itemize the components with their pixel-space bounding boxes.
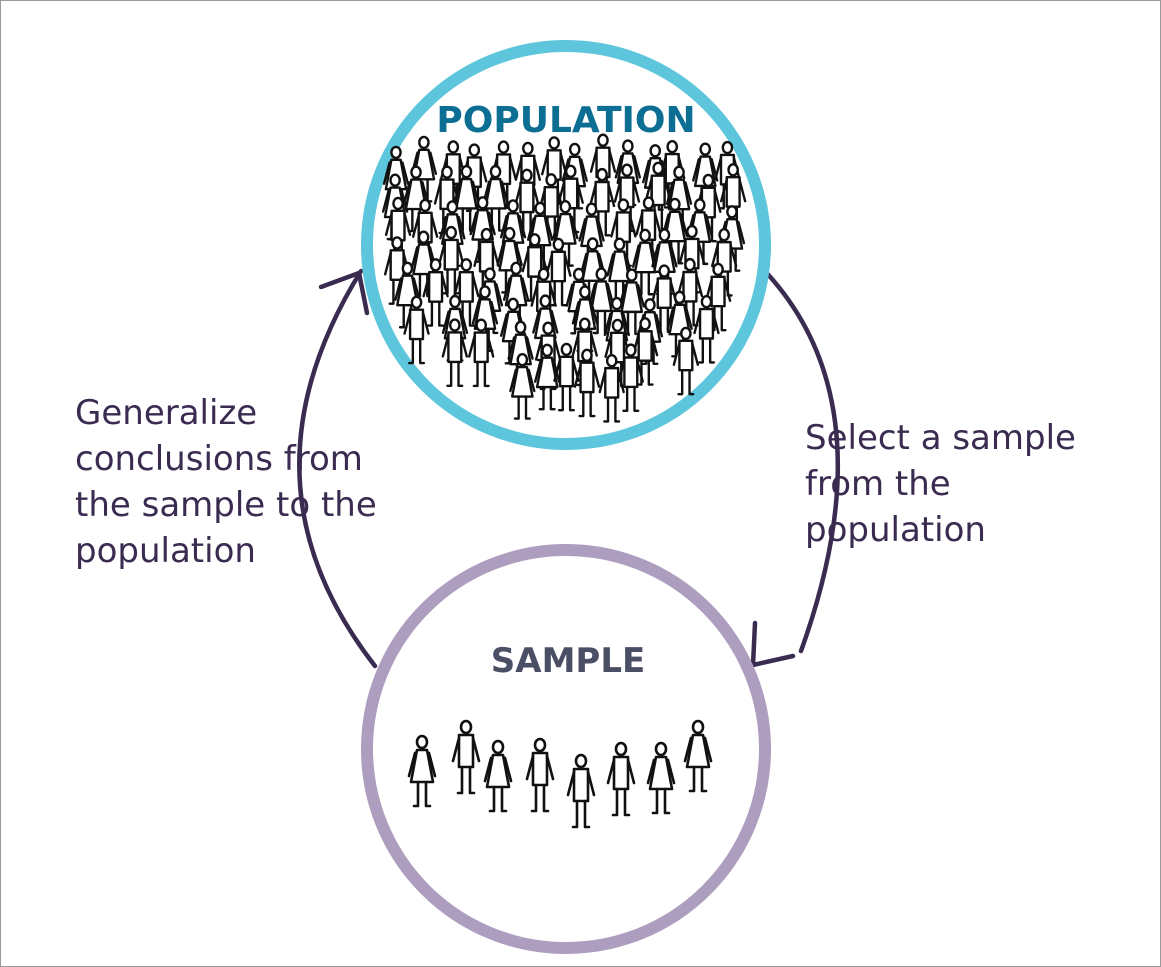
population-title: POPULATION <box>436 100 695 141</box>
generalize-arrow <box>297 268 378 669</box>
person-icon <box>578 202 605 270</box>
population-circle <box>361 40 771 450</box>
sample-title: SAMPLE <box>491 641 645 681</box>
generalize-label: Generalize conclusions from the sample t… <box>75 393 377 571</box>
person-icon <box>384 196 412 266</box>
person-icon <box>719 163 747 232</box>
person-icon <box>573 348 601 418</box>
person-icon <box>646 741 676 815</box>
person-icon <box>441 318 468 388</box>
person-icon <box>618 268 645 336</box>
generalize-arrowhead <box>318 270 370 316</box>
person-icon <box>566 753 596 829</box>
person-icon <box>534 343 561 411</box>
person-icon <box>403 295 430 365</box>
person-icon <box>525 737 555 813</box>
person-icon <box>407 734 437 808</box>
person-icon <box>521 233 548 302</box>
person-icon <box>438 225 465 295</box>
person-icon <box>683 719 713 793</box>
population-crowd <box>381 133 747 423</box>
person-icon <box>553 342 580 412</box>
sample-circle <box>361 544 771 954</box>
person-icon <box>606 741 636 817</box>
person-icon <box>502 261 530 329</box>
person-icon <box>545 237 572 307</box>
sample-group <box>407 719 713 829</box>
person-icon <box>509 353 536 420</box>
select-sample-arrowhead <box>750 620 796 668</box>
person-icon <box>598 354 625 423</box>
person-icon <box>451 719 481 795</box>
person-icon <box>468 318 495 388</box>
person-icon <box>453 164 480 232</box>
person-icon <box>666 290 693 358</box>
person-icon <box>440 140 467 209</box>
person-icon <box>672 326 700 396</box>
person-icon <box>483 739 513 813</box>
person-icon <box>693 294 720 364</box>
person-icon <box>422 258 449 327</box>
person-icon <box>513 168 541 238</box>
select-sample-arrow <box>758 264 840 654</box>
person-icon <box>617 343 644 413</box>
select-sample-label: Select a sample from the population <box>805 418 1076 550</box>
